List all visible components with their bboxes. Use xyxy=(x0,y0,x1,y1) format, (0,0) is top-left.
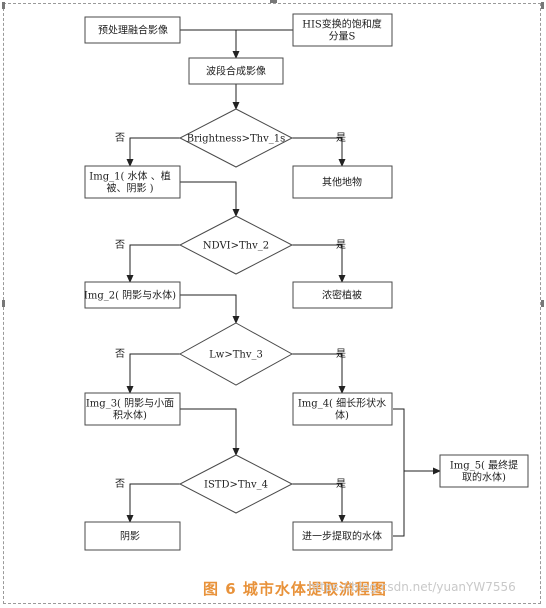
node-label-line: Img_3( 阴影与小面 xyxy=(86,398,174,410)
label-yes-2: 是 xyxy=(336,239,346,251)
node-other: 其他地物 xyxy=(292,165,393,199)
node-label-line: Img_1( 水体 、植 xyxy=(89,170,170,183)
node-preprocess: 预处理融合影像 xyxy=(84,16,181,44)
decision-ndvi: NDVI>Thv_2 xyxy=(178,215,294,275)
node-shadow: 阴影 xyxy=(84,521,181,551)
node-label-line: 浓密植被 xyxy=(322,289,362,302)
figure-caption-bar: 图 6 城市水体提取流程图 xyxy=(0,578,546,598)
edge-img2-d3 xyxy=(180,294,240,324)
label-no-3: 否 xyxy=(115,348,125,360)
node-label-line: Lw>Thv_3 xyxy=(209,350,263,361)
edge-img3-d4 xyxy=(180,408,240,456)
node-label-line: 波段合成影像 xyxy=(206,65,266,78)
node-label-line: HIS变换的饱和度 xyxy=(302,18,382,31)
resize-handle-left[interactable] xyxy=(2,300,5,307)
edge-d3-yes xyxy=(292,353,346,394)
edge-img1-d2 xyxy=(180,181,240,217)
label-no-2: 否 xyxy=(115,239,125,251)
node-label-line: 取的水体) xyxy=(462,471,506,484)
node-label-line: 分量S xyxy=(329,31,356,43)
node-label-line: 体) xyxy=(335,410,349,422)
edge-merge-img5 xyxy=(393,408,405,537)
node-label-line: NDVI>Thv_2 xyxy=(203,241,269,252)
edge-d2-no xyxy=(126,244,180,283)
decision-istd: ISTD>Thv_4 xyxy=(178,454,294,514)
label-no-1: 否 xyxy=(115,132,125,144)
node-dense: 浓密植被 xyxy=(292,281,393,309)
label-no-4: 否 xyxy=(115,478,125,490)
node-composite: 波段合成影像 xyxy=(188,57,284,85)
resize-handle-top[interactable] xyxy=(270,0,277,3)
label-yes-4: 是 xyxy=(336,478,346,490)
watermark: https://blog.csdn.net/yuanYW7556 xyxy=(308,580,516,594)
node-img1: Img_1( 水体 、植被、阴影 ) xyxy=(84,165,181,199)
node-label-line: 被、阴影 ) xyxy=(106,182,153,195)
decision-lw: Lw>Thv_3 xyxy=(178,322,294,386)
edge-d4-yes xyxy=(292,483,346,523)
resize-handle-top-right[interactable] xyxy=(541,2,544,9)
decision-brightness: Brightness>Thv_1s xyxy=(178,108,294,168)
label-yes-1: 是 xyxy=(336,132,346,144)
label-yes-3: 是 xyxy=(336,348,346,360)
node-label-line: 其他地物 xyxy=(322,176,362,189)
edge-d1-yes xyxy=(292,137,346,167)
node-label-line: 阴影 xyxy=(120,531,140,543)
resize-handle-top-left[interactable] xyxy=(2,2,5,9)
node-label-line: ISTD>Thv_4 xyxy=(204,480,268,491)
edges xyxy=(126,29,441,537)
resize-handle-right[interactable] xyxy=(541,300,544,307)
edge-d1-no xyxy=(126,137,180,167)
node-label-line: 积水体) xyxy=(113,410,147,422)
node-label-line: Img_4( 细长形状水 xyxy=(298,397,386,410)
edge-d2-yes xyxy=(292,244,346,283)
figure-caption: 图 6 城市水体提取流程图 xyxy=(203,580,387,598)
node-label-line: Img_5( 最终提 xyxy=(450,459,518,472)
edge-labels: 否 是 否 是 否 是 否 是 xyxy=(115,132,346,490)
node-label-line: 进一步提取的水体 xyxy=(302,530,382,543)
edge-d3-no xyxy=(126,353,180,394)
node-img2: Img_2( 阴影与水体) xyxy=(84,281,181,309)
edge-d4-no xyxy=(126,483,180,523)
node-label-line: Brightness>Thv_1s xyxy=(187,134,285,145)
node-label-line: Img_2( 阴影与水体) xyxy=(84,290,176,302)
node-label-line: 预处理融合影像 xyxy=(98,24,168,37)
node-further: 进一步提取的水体 xyxy=(292,521,393,551)
